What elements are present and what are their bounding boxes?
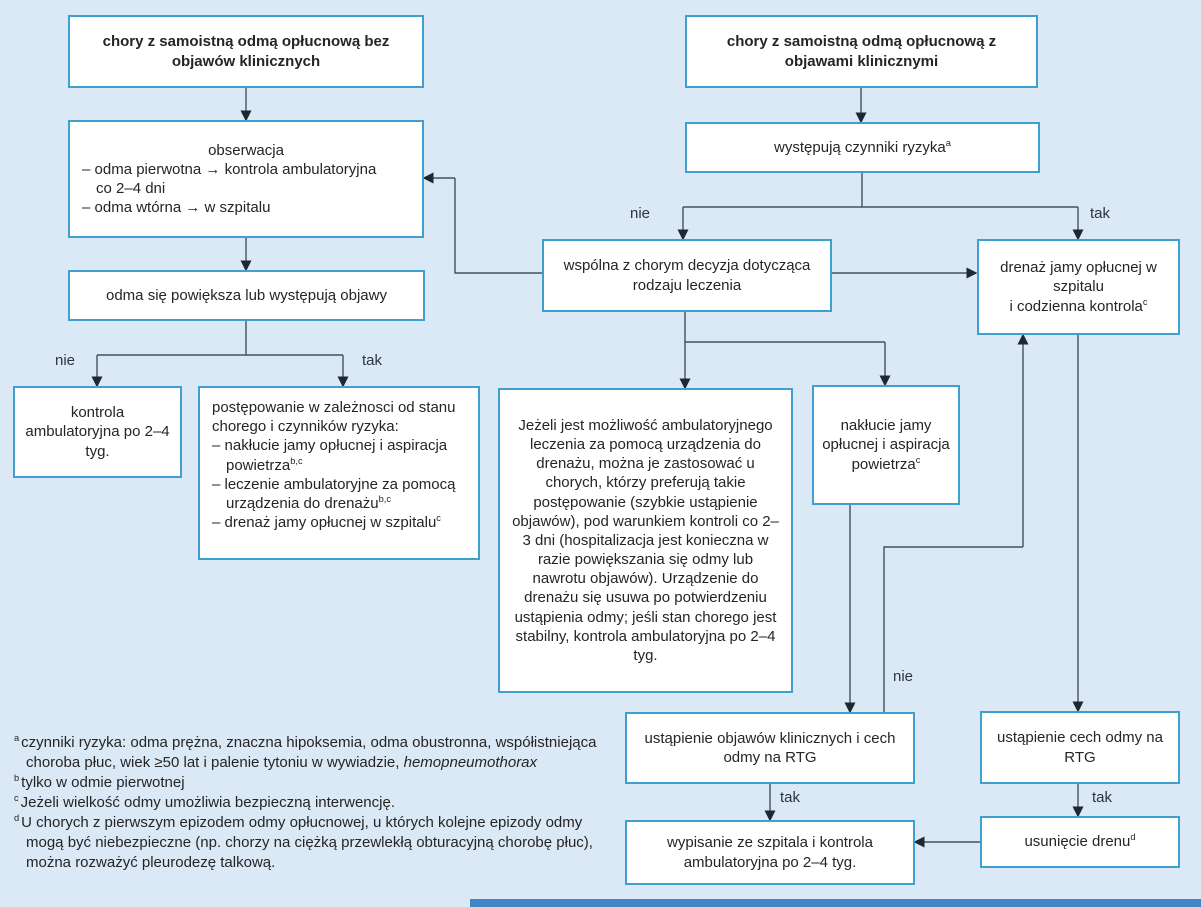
node-enlarging: odma się powiększa lub występują objawy [68, 270, 425, 321]
node-text: – leczenie ambulatoryjne za pomocą urząd… [212, 475, 456, 512]
node-text: chory z samoistną odmą opłucnową bez obj… [102, 33, 390, 70]
node-shared-decision: wspólna z chorym decyzja dotycząca rodza… [542, 239, 832, 312]
node-text: ustąpienie cech odmy na RTG [997, 729, 1163, 766]
node-text: – nakłucie jamy opłucnej i aspiracja pow… [212, 437, 448, 474]
edge-enlarging-split [97, 321, 343, 356]
bottom-border-bar [470, 899, 1201, 907]
node-text: Jeżeli jest możliwość ambulatoryjnego le… [512, 416, 779, 665]
node-text: – odma pierwotna → kontrola ambulatoryjn… [82, 160, 377, 178]
edge-risk-split [683, 173, 1078, 208]
edge-label-no: nie [630, 205, 651, 222]
node-text: postępowanie w zależnosci od stanu chore… [212, 399, 456, 436]
node-patient-symptoms: chory z samoistną odmą opłucnową z objaw… [685, 15, 1038, 88]
node-text: usunięcie drenud [1024, 832, 1136, 851]
node-aspiration: nakłucie jamy opłucnej i aspiracja powie… [812, 385, 960, 505]
node-management: postępowanie w zależnosci od stanu chore… [198, 386, 480, 560]
node-text: – odma wtórna → w szpitalu [82, 199, 271, 217]
node-text: ustąpienie objawów klinicznych i cech od… [644, 729, 896, 766]
node-drain-removal: usunięcie drenud [980, 816, 1180, 868]
edge-label-yes: tak [1092, 789, 1113, 806]
node-text: wspólna z chorym decyzja dotycząca rodza… [563, 257, 811, 294]
node-xray-resolved: ustąpienie cech odmy na RTG [980, 711, 1180, 784]
edge-label-yes: tak [780, 789, 801, 806]
node-ambulatory-info: Jeżeli jest możliwość ambulatoryjnego le… [498, 388, 793, 693]
edge-label-no: nie [55, 352, 76, 369]
node-text: – drenaż jamy opłucnej w szpitaluc [212, 513, 441, 532]
edge-label-yes: tak [362, 352, 383, 369]
node-patient-no-symptoms: chory z samoistną odmą opłucnową bez obj… [68, 15, 424, 88]
edge-decision-split [684, 312, 885, 343]
node-drainage: drenaż jamy opłucnej w szpitalu i codzie… [977, 239, 1180, 335]
node-text: odma się powiększa lub występują objawy [106, 286, 387, 304]
node-text: kontrola ambulatoryjna po 2–4 tyg. [25, 404, 170, 460]
edge-decision-to-observation-trunk [454, 178, 542, 274]
edge-label-no: nie [893, 668, 914, 685]
node-text: obserwacja [208, 141, 284, 159]
node-outpatient-followup: kontrola ambulatoryjna po 2–4 tyg. [13, 386, 182, 478]
node-discharge: wypisanie ze szpitala i kontrola ambulat… [625, 820, 915, 885]
node-text: wypisanie ze szpitala i kontrola ambulat… [667, 834, 873, 871]
node-symptoms-resolved: ustąpienie objawów klinicznych i cech od… [625, 712, 915, 784]
node-text: występują czynniki ryzykaa [774, 137, 951, 156]
edge-label-yes: tak [1090, 205, 1111, 222]
node-text: chory z samoistną odmą opłucnową z objaw… [726, 33, 997, 70]
node-observation: obserwacja – odma pierwotna → kontrola a… [68, 120, 424, 238]
node-text: drenaż jamy opłucnej w szpitalu i codzie… [1000, 259, 1157, 315]
edge-no-return-trunk [883, 546, 1023, 712]
node-text: co 2–4 dni [96, 180, 166, 197]
node-text: nakłucie jamy opłucnej i aspiracja powie… [822, 417, 950, 473]
node-risk-factors: występują czynniki ryzykaa [685, 122, 1040, 173]
